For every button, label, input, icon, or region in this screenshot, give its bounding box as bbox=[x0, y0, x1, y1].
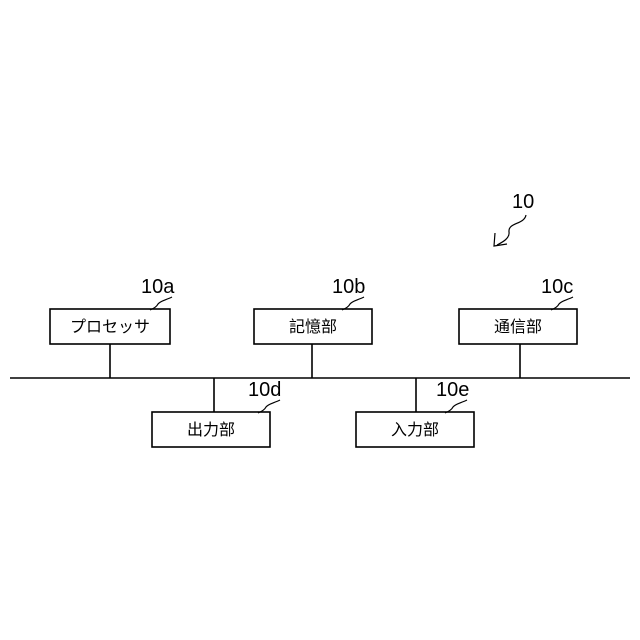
processor-label: プロセッサ bbox=[70, 317, 150, 336]
output-ref-label: 10d bbox=[248, 379, 281, 401]
input-ref-label: 10e bbox=[436, 379, 469, 401]
output-ref-leader bbox=[258, 400, 280, 413]
communication-ref-leader bbox=[551, 297, 573, 310]
storage-ref-label: 10b bbox=[332, 276, 365, 298]
storage-label: 記憶部 bbox=[289, 317, 337, 336]
input-label: 入力部 bbox=[391, 420, 439, 439]
main-ref-label: 10 bbox=[512, 191, 534, 213]
output-label: 出力部 bbox=[187, 420, 235, 439]
input-ref-leader bbox=[445, 400, 467, 413]
communication-label: 通信部 bbox=[494, 317, 542, 336]
communication-ref-label: 10c bbox=[541, 276, 573, 298]
processor-ref-label: 10a bbox=[141, 276, 175, 298]
processor-ref-leader bbox=[150, 297, 172, 310]
storage-ref-leader bbox=[342, 297, 364, 310]
main-ref-arrow-curve bbox=[497, 215, 526, 245]
